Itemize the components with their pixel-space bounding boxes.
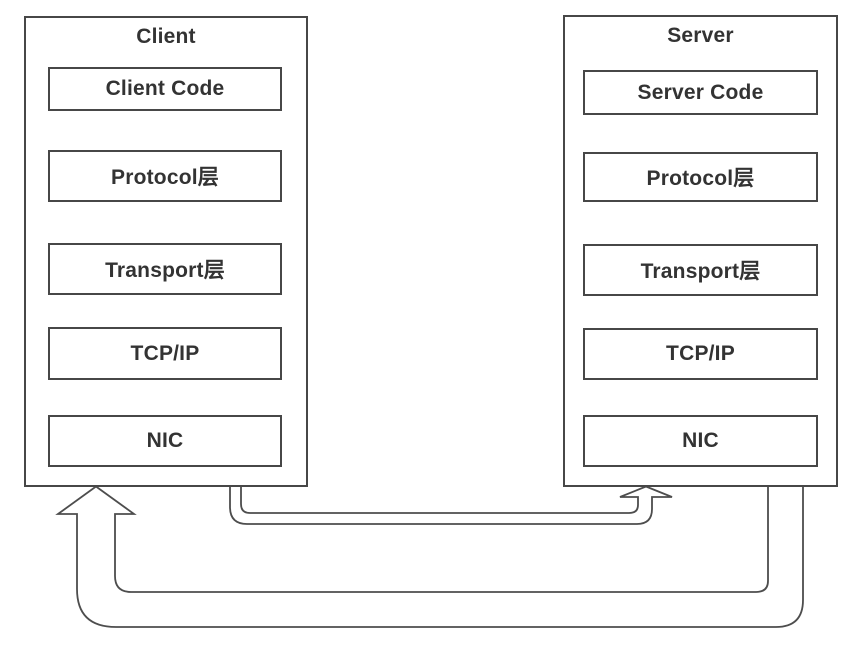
server-layer-server-code: Server Code (583, 70, 818, 115)
arrow-client-to-server (229, 477, 673, 525)
server-layer-tcpip: TCP/IP (583, 328, 818, 380)
server-title: Server (667, 24, 734, 47)
client-layer-tcpip: TCP/IP (48, 327, 282, 380)
arrow-server-to-client (55, 477, 804, 628)
client-layer-protocol: Protocol层 (48, 150, 282, 202)
server-layer-transport: Transport层 (583, 244, 818, 296)
client-title: Client (136, 25, 196, 48)
server-layer-nic: NIC (583, 415, 818, 467)
client-layer-client-code: Client Code (48, 67, 282, 111)
client-layer-nic: NIC (48, 415, 282, 467)
client-layer-transport: Transport层 (48, 243, 282, 295)
server-layer-protocol: Protocol层 (583, 152, 818, 202)
server-box: Server Server Code Protocol层 Transport层 … (563, 15, 838, 487)
client-box: Client Client Code Protocol层 Transport层 … (24, 16, 308, 487)
